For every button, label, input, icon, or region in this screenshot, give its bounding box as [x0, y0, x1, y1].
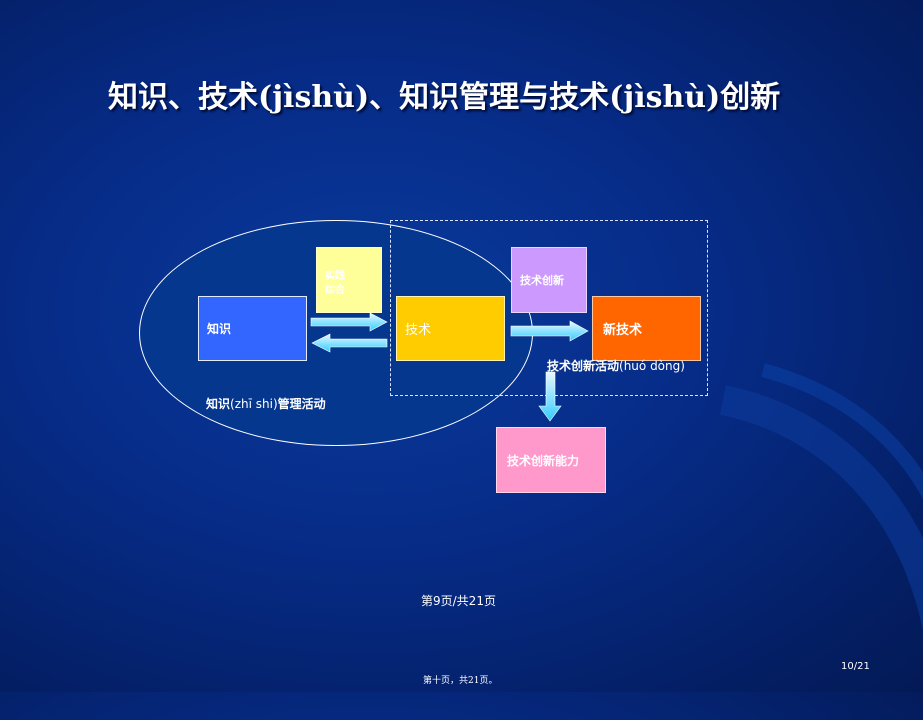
practice-synthesis-box: 实践 综合 [316, 247, 382, 313]
innovation-ability-box: 技术创新能力 [496, 427, 606, 493]
activity-label-part1: 技术创新活动 [547, 359, 620, 373]
mgmt-label-part2: 管理活动 [277, 397, 326, 411]
mgmt-label-part1: 知识 [206, 397, 231, 411]
new-technology-box: 新技术 [592, 296, 701, 361]
technology-box: 技术 [396, 296, 505, 361]
slide-title: 知识、技术(jìshù)、知识管理与技术(jìshù)创新 [108, 80, 781, 115]
activity-label-pinyin: (huó dòng) [619, 359, 685, 373]
page-number: 10/21 [841, 661, 870, 672]
innovation-ability-label: 技术创新能力 [507, 453, 580, 468]
mgmt-label-pinyin: (zhī shi) [230, 397, 278, 411]
tech-innovation-label: 技术创新 [520, 274, 564, 287]
practice-label-line2: 综合 [325, 285, 345, 296]
technology-label: 技术 [405, 323, 432, 338]
practice-label-line1: 实践 [325, 271, 345, 282]
innovation-activity-label: 技术创新活动(huó dòng) [547, 357, 685, 374]
slide-footer-bottom: 第十页，共21页。 [423, 676, 498, 686]
knowledge-management-label: 知识(zhī shi)管理活动 [206, 395, 326, 412]
knowledge-box: 知识 [198, 296, 307, 361]
slide-footer-center: 第9页/共21页 [421, 594, 496, 608]
tech-innovation-box: 技术创新 [511, 247, 587, 313]
background-swoosh [719, 363, 923, 632]
knowledge-label: 知识 [207, 322, 232, 336]
new-technology-label: 新技术 [603, 323, 643, 338]
